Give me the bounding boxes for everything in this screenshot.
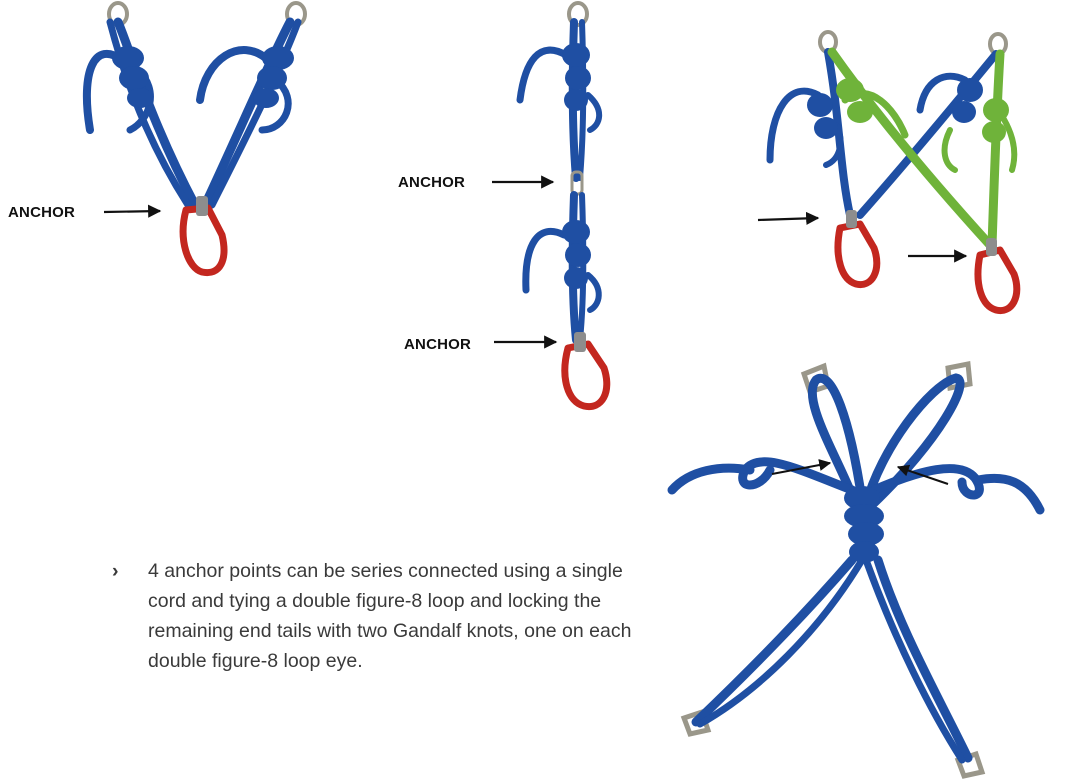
blue-cord <box>770 52 996 215</box>
anchor-label-fig1: ANCHOR <box>8 204 75 221</box>
red-carabiner-left <box>838 210 877 285</box>
caption-text: 4 anchor points can be series connected … <box>148 560 631 672</box>
knot-upper <box>562 43 591 111</box>
figure-1-v-anchor <box>87 3 305 273</box>
top-rings <box>820 32 1006 54</box>
anchor-label-fig2-top: ANCHOR <box>398 174 465 191</box>
blue-cord <box>672 378 1040 760</box>
blue-cord-lower <box>526 195 599 340</box>
red-carabiner <box>183 196 224 273</box>
figure-3-combined-anchors <box>758 32 1017 311</box>
red-carabiner-right <box>978 238 1017 311</box>
anchor-arrow-3-left <box>758 218 818 220</box>
knot-left <box>112 46 153 108</box>
double-figure-8-knot <box>844 486 884 563</box>
anchor-arrow-1 <box>104 211 160 212</box>
figure-2-series-anchor <box>492 3 607 407</box>
bullet-marker: › <box>112 556 119 586</box>
anchor-label-fig2-bottom: ANCHOR <box>404 336 471 353</box>
red-carabiner <box>565 332 607 407</box>
knot-lower <box>562 220 591 289</box>
figure-4-four-point-anchor <box>672 364 1040 776</box>
caption-bullet: › 4 anchor points can be series connecte… <box>148 556 638 676</box>
